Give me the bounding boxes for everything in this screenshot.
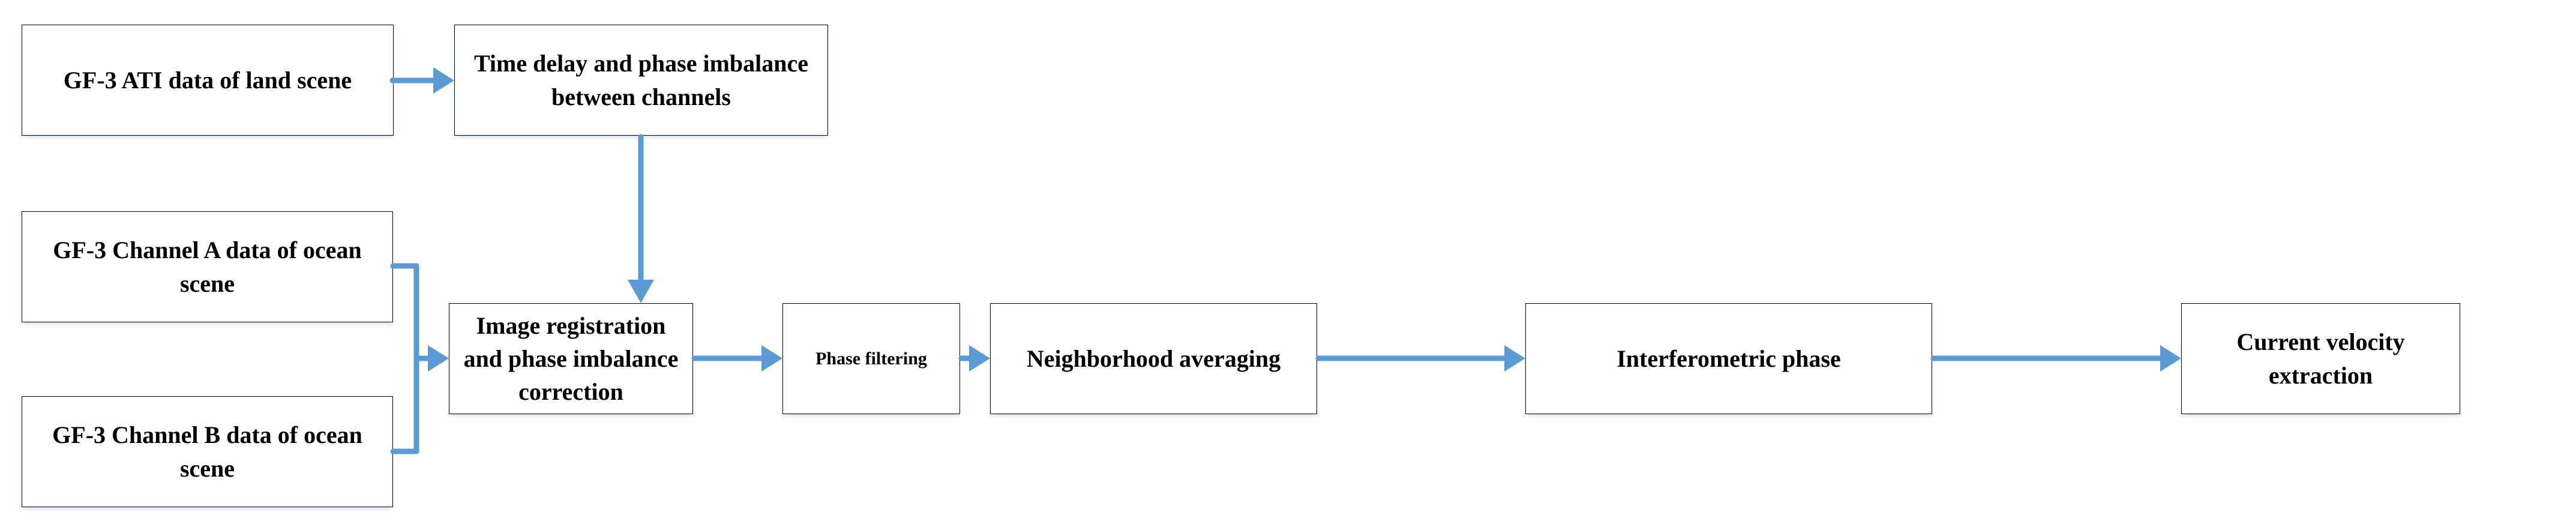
node-interferometric-phase[interactable]: Interferometric phase: [1525, 303, 1932, 414]
edge-interferometric-to-velocity: [1930, 345, 2181, 372]
edge-neighborhood-to-interferometric: [1315, 345, 1525, 372]
node-phase-filtering[interactable]: Phase filtering: [782, 303, 960, 414]
node-label: GF-3 ATI data of land scene: [63, 66, 352, 94]
node-channel-a[interactable]: GF-3 Channel A data of ocean scene: [22, 211, 393, 322]
node-label: Image registration and phase imbalance c…: [463, 312, 679, 406]
node-label: Phase filtering: [815, 348, 927, 369]
node-channel-b[interactable]: GF-3 Channel B data of ocean scene: [22, 396, 393, 507]
node-ati-land[interactable]: GF-3 ATI data of land scene: [22, 25, 394, 136]
node-label: Current velocity extraction: [2236, 328, 2405, 389]
node-label: Interferometric phase: [1617, 345, 1841, 372]
edge-phase-filtering-to-neighborhood: [958, 345, 990, 372]
node-label: Neighborhood averaging: [1026, 345, 1281, 372]
edge-channels-to-registration: [390, 263, 449, 454]
node-label: GF-3 Channel B data of ocean scene: [52, 421, 362, 482]
edge-ati-land-to-time-delay: [389, 67, 454, 94]
node-time-delay[interactable]: Time delay and phase imbalance between c…: [454, 25, 828, 136]
edge-registration-to-phase-filtering: [691, 345, 782, 372]
node-image-registration[interactable]: Image registration and phase imbalance c…: [449, 303, 693, 414]
node-label: Time delay and phase imbalance between c…: [473, 50, 809, 110]
node-current-velocity-extraction[interactable]: Current velocity extraction: [2181, 303, 2460, 414]
node-neighborhood-averaging[interactable]: Neighborhood averaging: [990, 303, 1317, 414]
node-label: GF-3 Channel A data of ocean scene: [53, 236, 362, 297]
edge-time-delay-to-registration: [628, 134, 654, 303]
